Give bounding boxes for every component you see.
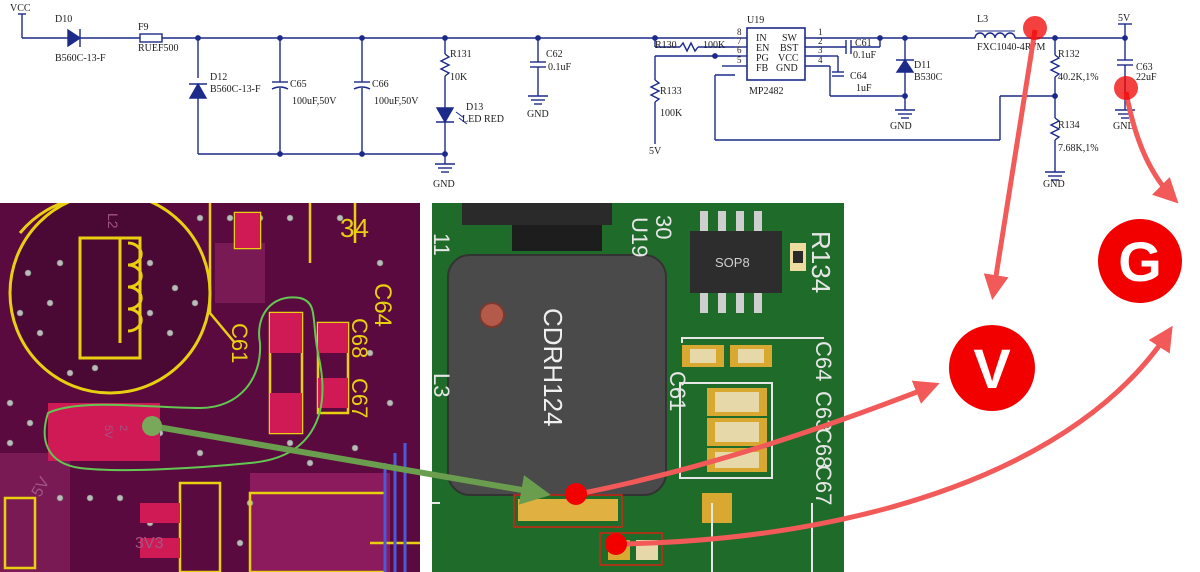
vcc-label: VCC (10, 3, 31, 14)
u19-pin-name: FB (756, 63, 769, 74)
r132-value: 40.2K,1% (1058, 72, 1099, 83)
pcb-ref-34: 34 (340, 213, 369, 243)
c61-value: 0.1uF (853, 50, 877, 61)
u19-pin-num: 1 (818, 27, 823, 37)
c65-ref: C65 (290, 79, 307, 90)
ground-badge: G (1094, 215, 1186, 307)
c62-value: 0.1uF (548, 62, 572, 73)
ic-label: SOP8 (715, 255, 750, 270)
d10-ref: D10 (55, 14, 72, 25)
r131-ref: R131 (450, 49, 472, 60)
r134-value: 7.68K,1% (1058, 143, 1099, 154)
c66-value: 100uF,50V (374, 96, 419, 107)
u19-pin-name: GND (776, 63, 798, 74)
silk-ref-c63: C63 (811, 391, 836, 431)
gnd-label-d11: GND (890, 121, 912, 132)
u19-pin-name: IN (756, 33, 767, 44)
u19-pin-name: EN (756, 43, 769, 54)
u19-ref: U19 (747, 15, 764, 26)
d12-ref: D12 (210, 72, 227, 83)
f9-ref: F9 (138, 22, 149, 33)
r133-value: 100K (660, 108, 683, 119)
pcb-ref-c68: C68 (347, 318, 372, 358)
d13-ref: D13 (466, 102, 483, 113)
schematic-diagram: VCC D10 B560C-13-F F9 RUEF500 D12 B560C-… (10, 3, 1157, 190)
silk-ref-u19: U19 (627, 217, 652, 257)
u19-pin-num: 2 (818, 36, 823, 46)
silk-ref-l3: L3 (432, 373, 454, 397)
silk-ref-c61: C61 (665, 371, 690, 411)
d11-part: B530C (914, 72, 943, 83)
r130-value: 100K (703, 40, 726, 51)
r132-ref: R132 (1058, 49, 1080, 60)
c64-value: 1uF (856, 83, 872, 94)
c65-value: 100uF,50V (292, 96, 337, 107)
silk-ref-30: 30 (651, 215, 676, 239)
silk-ref-r134: R134 (806, 231, 836, 293)
c64-ref: C64 (850, 71, 867, 82)
gnd-label-c63: GND (1113, 121, 1135, 132)
l3-part: FXC1040-4R7M (977, 42, 1045, 53)
d12-part: B560C-13-F (210, 84, 261, 95)
gnd-label-c62: GND (527, 109, 549, 120)
u19-pin-name: PG (756, 53, 769, 64)
r133-ref: R133 (660, 86, 682, 97)
inductor-label: CDRH124 (538, 308, 568, 427)
f9-part: RUEF500 (138, 43, 179, 54)
ground-badge-label: G (1118, 230, 1162, 293)
u19-pin-num: 3 (818, 45, 823, 55)
gnd-label-r134: GND (1043, 179, 1065, 190)
pcb-layout-view: 34 C64 C61 C68 C67 L2 2 5V 5V 3V3 (0, 203, 420, 572)
c61-ref: C61 (855, 38, 872, 49)
silk-ref-c64: C64 (811, 341, 836, 381)
d13-value: LED RED (462, 114, 504, 125)
u19-pin-num: 7 (737, 36, 742, 46)
u19-pin-num: 8 (737, 27, 742, 37)
r133-5v-label: 5V (649, 146, 662, 157)
u19-pin-name: BST (780, 43, 798, 54)
pcb-ref-c64: C64 (369, 283, 396, 327)
c66-ref: C66 (372, 79, 389, 90)
net-5v-label: 5V (1118, 13, 1131, 24)
u19-pin-num: 6 (737, 45, 742, 55)
pcb-pad-net: 5V (102, 425, 114, 439)
r131-value: 10K (450, 72, 468, 83)
pcb-render-view: CDRH124 SOP8 (432, 203, 844, 572)
c63-ref: C63 (1136, 62, 1153, 73)
l3-ref: L3 (977, 14, 988, 25)
pcb-ref-l2: L2 (105, 213, 121, 229)
pcb-net-3v3: 3V3 (135, 535, 164, 552)
c62-ref: C62 (546, 49, 563, 60)
u19-pin-num: 4 (818, 55, 823, 65)
pcb-ref-c61: C61 (227, 323, 252, 363)
u19-pin-num: 5 (737, 55, 742, 65)
d11-ref: D11 (914, 60, 931, 71)
u19-part: MP2482 (749, 86, 783, 97)
silk-ref-11: 11 (432, 233, 454, 256)
gnd-label-d13: GND (433, 179, 455, 190)
pcb-pad-num: 2 (117, 425, 129, 431)
silk-ref-c68: C68 (811, 428, 836, 468)
pcb-ref-c67: C67 (347, 378, 372, 418)
r130-ref: R130 (655, 40, 677, 51)
silk-ref-c67: C67 (811, 465, 836, 505)
voltage-badge: V (945, 321, 1039, 415)
c63-value: 22uF (1136, 72, 1157, 83)
u19-pin-name: VCC (778, 53, 799, 64)
voltage-badge-label: V (973, 337, 1010, 400)
u19-pin-name: SW (782, 33, 798, 44)
r134-ref: R134 (1058, 120, 1080, 131)
d10-part: B560C-13-F (55, 53, 106, 64)
